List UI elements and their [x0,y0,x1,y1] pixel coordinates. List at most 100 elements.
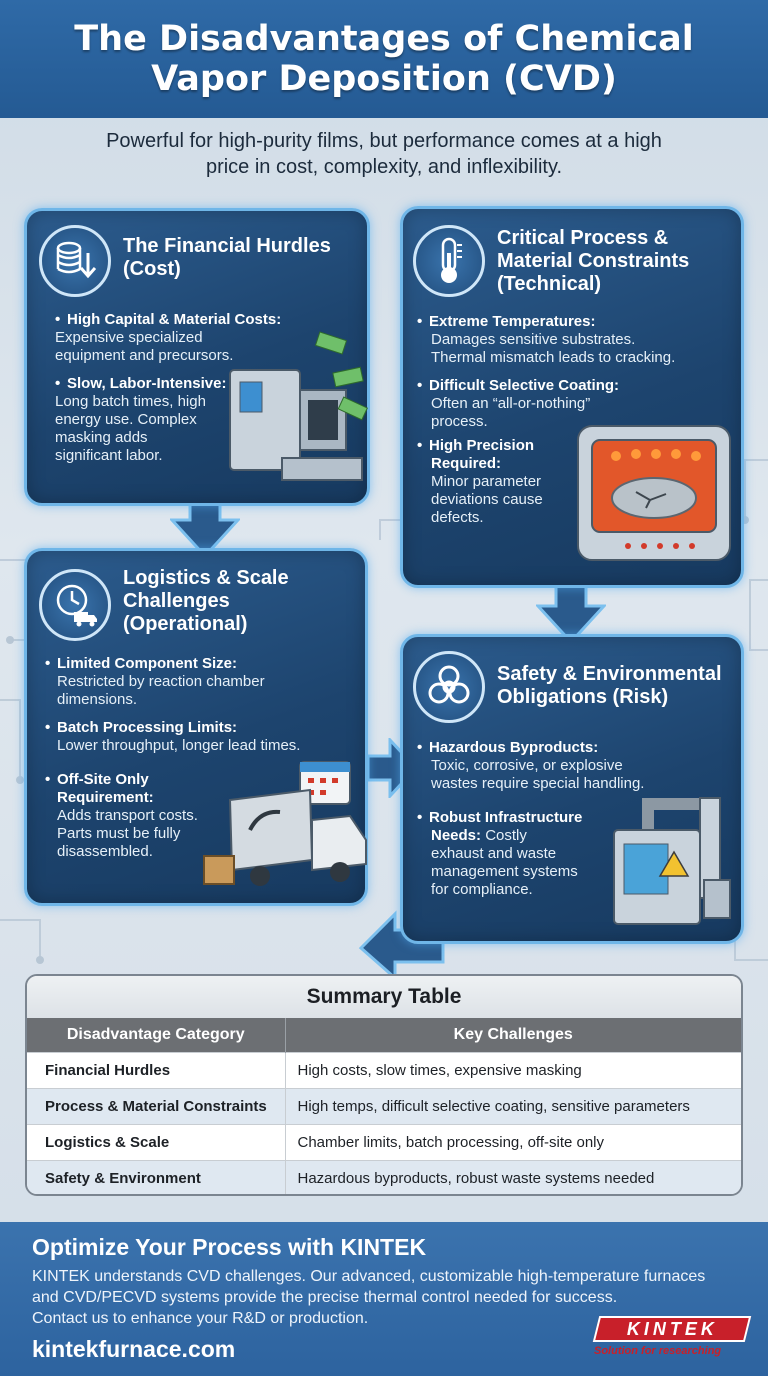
summary-grid: Disadvantage Category Key Challenges Fin… [27,1018,741,1194]
item-text: for compliance. [431,881,533,898]
table-cell: Safety & Environment [27,1159,286,1194]
footer-line: KINTEK understands CVD challenges. Our a… [32,1268,706,1285]
item-label: Hazardous Byproducts: [429,739,599,756]
item-text: masking adds [55,429,148,446]
item-text: Thermal mismatch leads to cracking. [431,349,676,366]
subtitle-line1: Powerful for high-purity films, but perf… [106,130,662,152]
title-line: Obligations (Risk) [497,686,669,708]
item-text: Costly [485,827,527,844]
truck-illustration [203,761,367,886]
item-label: Limited Component Size: [57,655,237,672]
footer-line: Contact us to enhance your R&D or produc… [32,1310,369,1327]
item-text: Minor parameter [431,473,542,490]
item-label: Difficult Selective Coating: [429,377,620,394]
table-row: Safety & Environment Hazardous byproduct… [27,1159,741,1194]
item-label: Batch Processing Limits: [57,719,238,736]
item-text: management systems [431,863,578,880]
card-title-safety: Safety & Environmental Obligations (Risk… [497,663,722,709]
footer-title: Optimize Your Process with KINTEK [32,1234,427,1260]
table-cell: Hazardous byproducts, robust waste syste… [285,1159,741,1194]
item-hazardous-byproducts: •Hazardous Byproducts: Toxic, corrosive,… [417,739,737,793]
title-line: Material Constraints [497,250,690,272]
item-label: Extreme Temperatures: [429,313,596,330]
biohazard-icon [413,651,485,723]
item-text: dimensions. [57,691,138,708]
card-logistics-scale: Logistics & Scale Challenges (Operationa… [24,548,368,906]
title-line: The Financial Hurdles [123,235,331,257]
item-text: process. [431,413,488,430]
item-text: deviations cause [431,491,543,508]
logo-text: KINTEK [626,1318,718,1339]
table-cell: High temps, difficult selective coating,… [285,1087,741,1124]
column-header: Key Challenges [285,1018,741,1052]
table-row: Logistics & Scale Chamber limits, batch … [27,1123,741,1160]
exhaust-system-illustration [613,797,731,925]
table-cell: High costs, slow times, expensive maskin… [285,1051,741,1088]
page-header: The Disadvantages of Chemical Vapor Depo… [0,0,768,118]
table-cell: Chamber limits, batch processing, off-si… [285,1123,741,1160]
thermometer-icon [413,225,485,297]
table-header-row: Disadvantage Category Key Challenges [27,1018,741,1052]
item-text: Restricted by reaction chamber [57,673,265,690]
table-cell: Logistics & Scale [27,1123,286,1160]
item-text: significant labor. [55,447,163,464]
card-title-financial: The Financial Hurdles (Cost) [123,235,331,281]
title-line: Challenges [123,590,230,612]
table-row: Process & Material Constraints High temp… [27,1087,741,1124]
title-line: (Cost) [123,258,181,280]
page-title-line1: The Disadvantages of Chemical [74,19,694,59]
table-cell: Financial Hurdles [27,1051,286,1088]
kintek-logo: KINTEK Solution for researching [590,1316,752,1368]
item-text: defects. [431,509,484,526]
item-capital-costs: •High Capital & Material Costs: Expensiv… [55,311,295,365]
item-label: High Precision [429,437,535,454]
summary-table: Summary Table Disadvantage Category Key … [25,974,743,1196]
clock-truck-icon [39,569,111,641]
item-text: Damages sensitive substrates. [431,331,636,348]
card-title-logistics: Logistics & Scale Challenges (Operationa… [123,567,289,636]
item-label: High Capital & Material Costs: [67,311,282,328]
item-extreme-temperatures: •Extreme Temperatures: Damages sensitive… [417,313,737,367]
item-label: Requirement: [57,789,154,806]
item-text: Adds transport costs. [57,807,198,824]
logo-box: KINTEK [592,1316,752,1342]
title-line: (Operational) [123,613,248,635]
footer-banner: Optimize Your Process with KINTEK KINTEK… [0,1222,768,1376]
item-robust-infrastructure: •Robust Infrastructure Needs: Costly exh… [417,809,617,899]
item-label: Needs: [431,827,482,844]
item-labor-intensive: •Slow, Labor-Intensive: Long batch times… [55,375,255,465]
summary-title: Summary Table [27,976,741,1018]
title-line: (Technical) [497,273,602,295]
item-text: Toxic, corrosive, or explosive [431,757,623,774]
item-text: Often an “all-or-nothing” [431,395,591,412]
item-text: Parts must be fully [57,825,181,842]
title-line: Logistics & Scale [123,567,289,589]
title-line: Safety & Environmental [497,663,722,685]
item-label: Slow, Labor-Intensive: [67,375,227,392]
card-financial-hurdles: The Financial Hurdles (Cost) •High Capit… [24,208,370,506]
item-text: Lower throughput, longer lead times. [57,737,301,754]
cvd-machine-illustration [229,331,368,481]
furnace-illustration [577,425,731,561]
item-batch-processing: •Batch Processing Limits: Lower throughp… [45,719,365,755]
table-cell: Process & Material Constraints [27,1087,286,1124]
footer-body: KINTEK understands CVD challenges. Our a… [32,1266,752,1329]
item-text: equipment and precursors. [55,347,234,364]
title-line: Critical Process & [497,227,669,249]
logo-tagline: Solution for researching [594,1345,722,1357]
card-title-technical: Critical Process & Material Constraints … [497,227,689,296]
item-off-site: •Off-Site Only Requirement: Adds transpo… [45,771,235,861]
column-header: Disadvantage Category [27,1018,286,1052]
item-selective-coating: •Difficult Selective Coating: Often an “… [417,377,657,431]
item-text: wastes require special handling. [431,775,645,792]
item-text: Long batch times, high [55,393,206,410]
page-title-line2: Vapor Deposition (CVD) [151,59,617,99]
footer-line: and CVD/PECVD systems provide the precis… [32,1289,618,1306]
item-high-precision: •High Precision Required: Minor paramete… [417,437,577,527]
website-link[interactable]: kintekfurnace.com [32,1336,236,1362]
item-label: Off-Site Only [57,771,149,788]
item-label: Robust Infrastructure [429,809,583,826]
item-text: disassembled. [57,843,153,860]
item-component-size: •Limited Component Size: Restricted by r… [45,655,365,709]
subtitle-line2: price in cost, complexity, and inflexibi… [205,156,563,178]
